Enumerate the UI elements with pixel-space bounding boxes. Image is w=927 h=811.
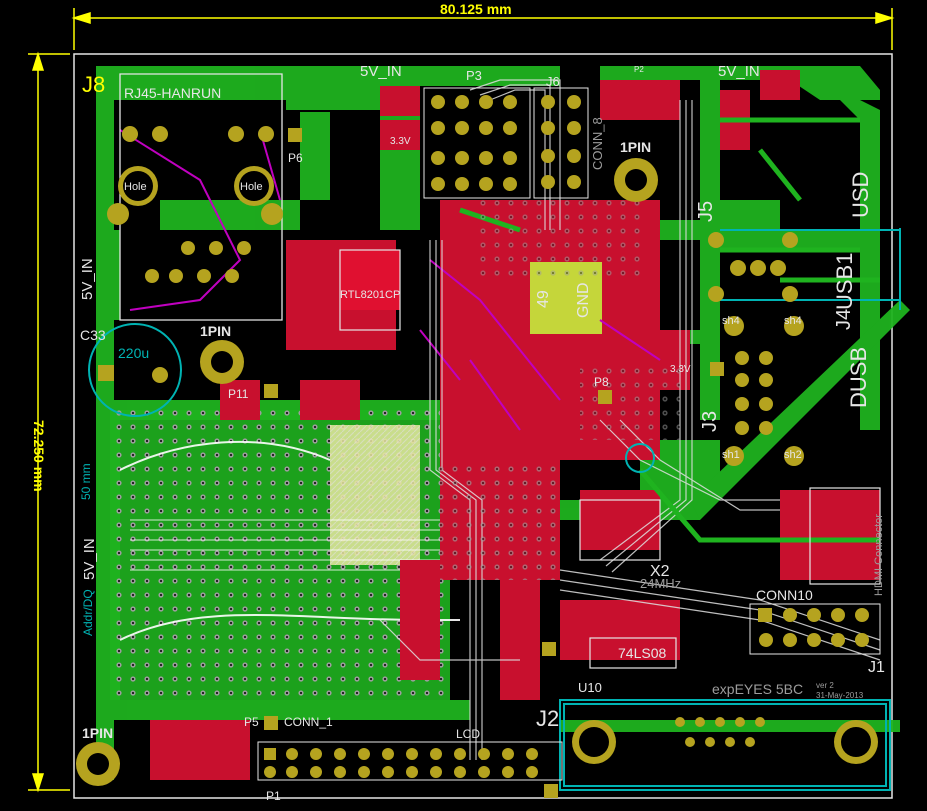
p3-label: P3: [466, 68, 482, 83]
hdmi-label: HDMI Connector: [873, 514, 885, 596]
ic-outlines: [339, 249, 881, 669]
hole-left-label: Hole: [124, 181, 147, 193]
c33-value-label: 220u: [118, 345, 149, 361]
j1-label: J1: [868, 659, 885, 676]
gnd49-label: GND: [575, 282, 592, 318]
p11-label: P11: [228, 387, 249, 401]
inner-traces: [119, 129, 661, 431]
j8-label: J8: [82, 72, 105, 97]
j2-label: J2: [536, 706, 559, 731]
header-p3: [423, 87, 531, 199]
hole-right-label: Hole: [240, 181, 263, 193]
conn1-label: CONN_1: [284, 715, 333, 729]
sh2-label: sh2: [784, 449, 802, 461]
j3-label: J3: [699, 411, 721, 432]
usd-label: USD: [848, 172, 873, 218]
dram-region: [110, 410, 460, 700]
sh1-label: sh1: [722, 449, 740, 461]
mount-holes: [76, 158, 658, 786]
inner-dimension-label: 50 mm: [79, 463, 93, 500]
rj45-holes: [107, 126, 283, 283]
j6-label: J6: [546, 74, 560, 89]
sh4-right-label: sh4: [784, 315, 802, 327]
rj45-label: RJ45-HANRUN: [124, 85, 221, 101]
u10-label: U10: [578, 680, 602, 695]
onepin-bottom-label: 1PIN: [82, 725, 113, 741]
p1-label: P1: [266, 789, 281, 803]
c33-label: C33: [80, 327, 106, 343]
x2-value-label: 24MHz: [640, 576, 681, 591]
p5-label: P5: [244, 715, 259, 729]
pwr-5v-right-label: 5V_IN: [718, 63, 760, 80]
dimension-lines: [28, 8, 895, 793]
v33-top-label: 3.3V: [390, 136, 411, 147]
v33-mid-label: 3.3V: [670, 364, 691, 375]
height-dimension-label: 72.250 mm: [31, 420, 47, 492]
addr-label: Addr/DQ: [81, 589, 95, 636]
pwr-5v-left-label: 5V_IN: [79, 258, 96, 300]
j5-label: J5: [695, 201, 717, 222]
sh4-label: sh4: [722, 315, 740, 327]
usb-pads: [708, 232, 798, 302]
conn10-label: CONN10: [756, 587, 813, 603]
db-connector: [572, 717, 878, 764]
sh-pads: [724, 316, 804, 466]
header-j6: [533, 87, 589, 199]
p2-label: P2: [634, 65, 644, 74]
rj45-outline: [119, 73, 283, 321]
board-outline: [73, 53, 893, 799]
usb-edge: [559, 228, 901, 791]
x2-label: X2: [650, 563, 670, 580]
p8-label: P8: [594, 375, 609, 389]
pwr-5v-lower-label: 5V_IN: [81, 538, 98, 580]
header-lcd: [257, 741, 563, 798]
via-field: [440, 200, 680, 580]
width-dimension-label: 80.125 mm: [440, 1, 512, 17]
onepin-top-label: 1PIN: [620, 139, 651, 155]
board-title: expEYES 5BC: [712, 681, 803, 697]
onepin-mid-label: 1PIN: [200, 323, 231, 339]
header-conn10: [749, 603, 881, 655]
single-pins: [264, 128, 724, 730]
ic-label: 74LS08: [618, 645, 666, 661]
usb1-label: USB1: [832, 253, 857, 310]
dusb-label: DUSB: [846, 347, 871, 408]
pwr-5v-top-label: 5V_IN: [360, 63, 402, 80]
c33-capacitor: [88, 323, 182, 417]
rtl-label: RTL8201CP: [340, 289, 400, 301]
p6-label: P6: [288, 151, 303, 165]
lcd-label: LCD: [456, 727, 480, 741]
board-date: 31-May-2013: [816, 691, 864, 700]
board-version: ver 2: [816, 681, 834, 690]
conn8-label: CONN_8: [590, 117, 605, 170]
j4-label: J4: [833, 309, 855, 330]
gnd49-num-label: 49: [535, 290, 552, 308]
